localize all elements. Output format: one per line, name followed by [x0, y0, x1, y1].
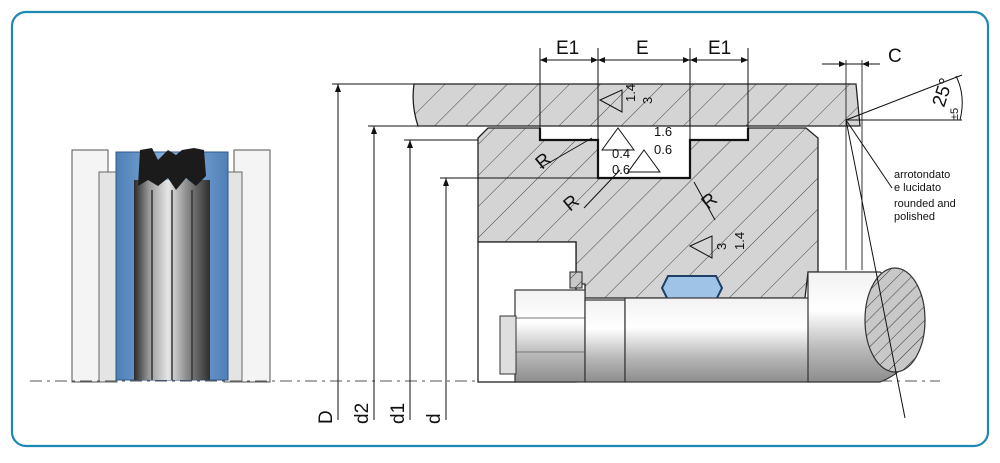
roughness-triangle-icon: [601, 127, 635, 151]
roughness-triangle-icon: [688, 235, 713, 259]
roughness-groove-a: 1.6: [654, 124, 672, 139]
roughness-top-b: 3: [640, 97, 655, 104]
seal-groove: [538, 128, 750, 180]
seal-3d-view: [71, 148, 271, 383]
dimension-lines: [332, 48, 963, 420]
roughness-symbols: [598, 89, 713, 259]
roughness-right-b: 1.4: [732, 232, 747, 250]
roughness-top-a: 1.4: [623, 84, 638, 102]
lock-nut: [499, 289, 586, 383]
rod-section-cut: [864, 267, 926, 373]
dim-d1: d1: [388, 403, 409, 424]
roughness-triangle-icon: [598, 89, 623, 113]
roughness-corner-b: 0.6: [612, 162, 630, 177]
dim-e1-right: E1: [708, 38, 731, 59]
dim-c: C: [888, 46, 902, 67]
dim-d2: d2: [352, 403, 373, 424]
dim-d: d: [424, 413, 445, 424]
roughness-right-a: 3: [714, 243, 729, 250]
seal-lip-black: [138, 148, 206, 190]
note-it-line1: arrotondato: [894, 169, 950, 181]
roughness-groove-b: 0.6: [654, 142, 672, 157]
dim-angle-tol: ±5: [949, 108, 961, 120]
dim-e: E: [636, 38, 649, 59]
cross-section: [412, 60, 926, 383]
o-ring: [660, 275, 724, 301]
roughness-corner-a: 0.4: [612, 146, 630, 161]
dim-d-outer: D: [316, 410, 337, 424]
dim-e1-left: E1: [556, 38, 579, 59]
note-en-line2: polished: [894, 211, 935, 223]
note-en-line1: rounded and: [894, 198, 956, 210]
note-it-line2: e lucidato: [894, 182, 941, 194]
labels: E1 E E1 C 25° ±5 D d2 d1 d 1.4 3 1.6 0.6…: [316, 38, 961, 424]
